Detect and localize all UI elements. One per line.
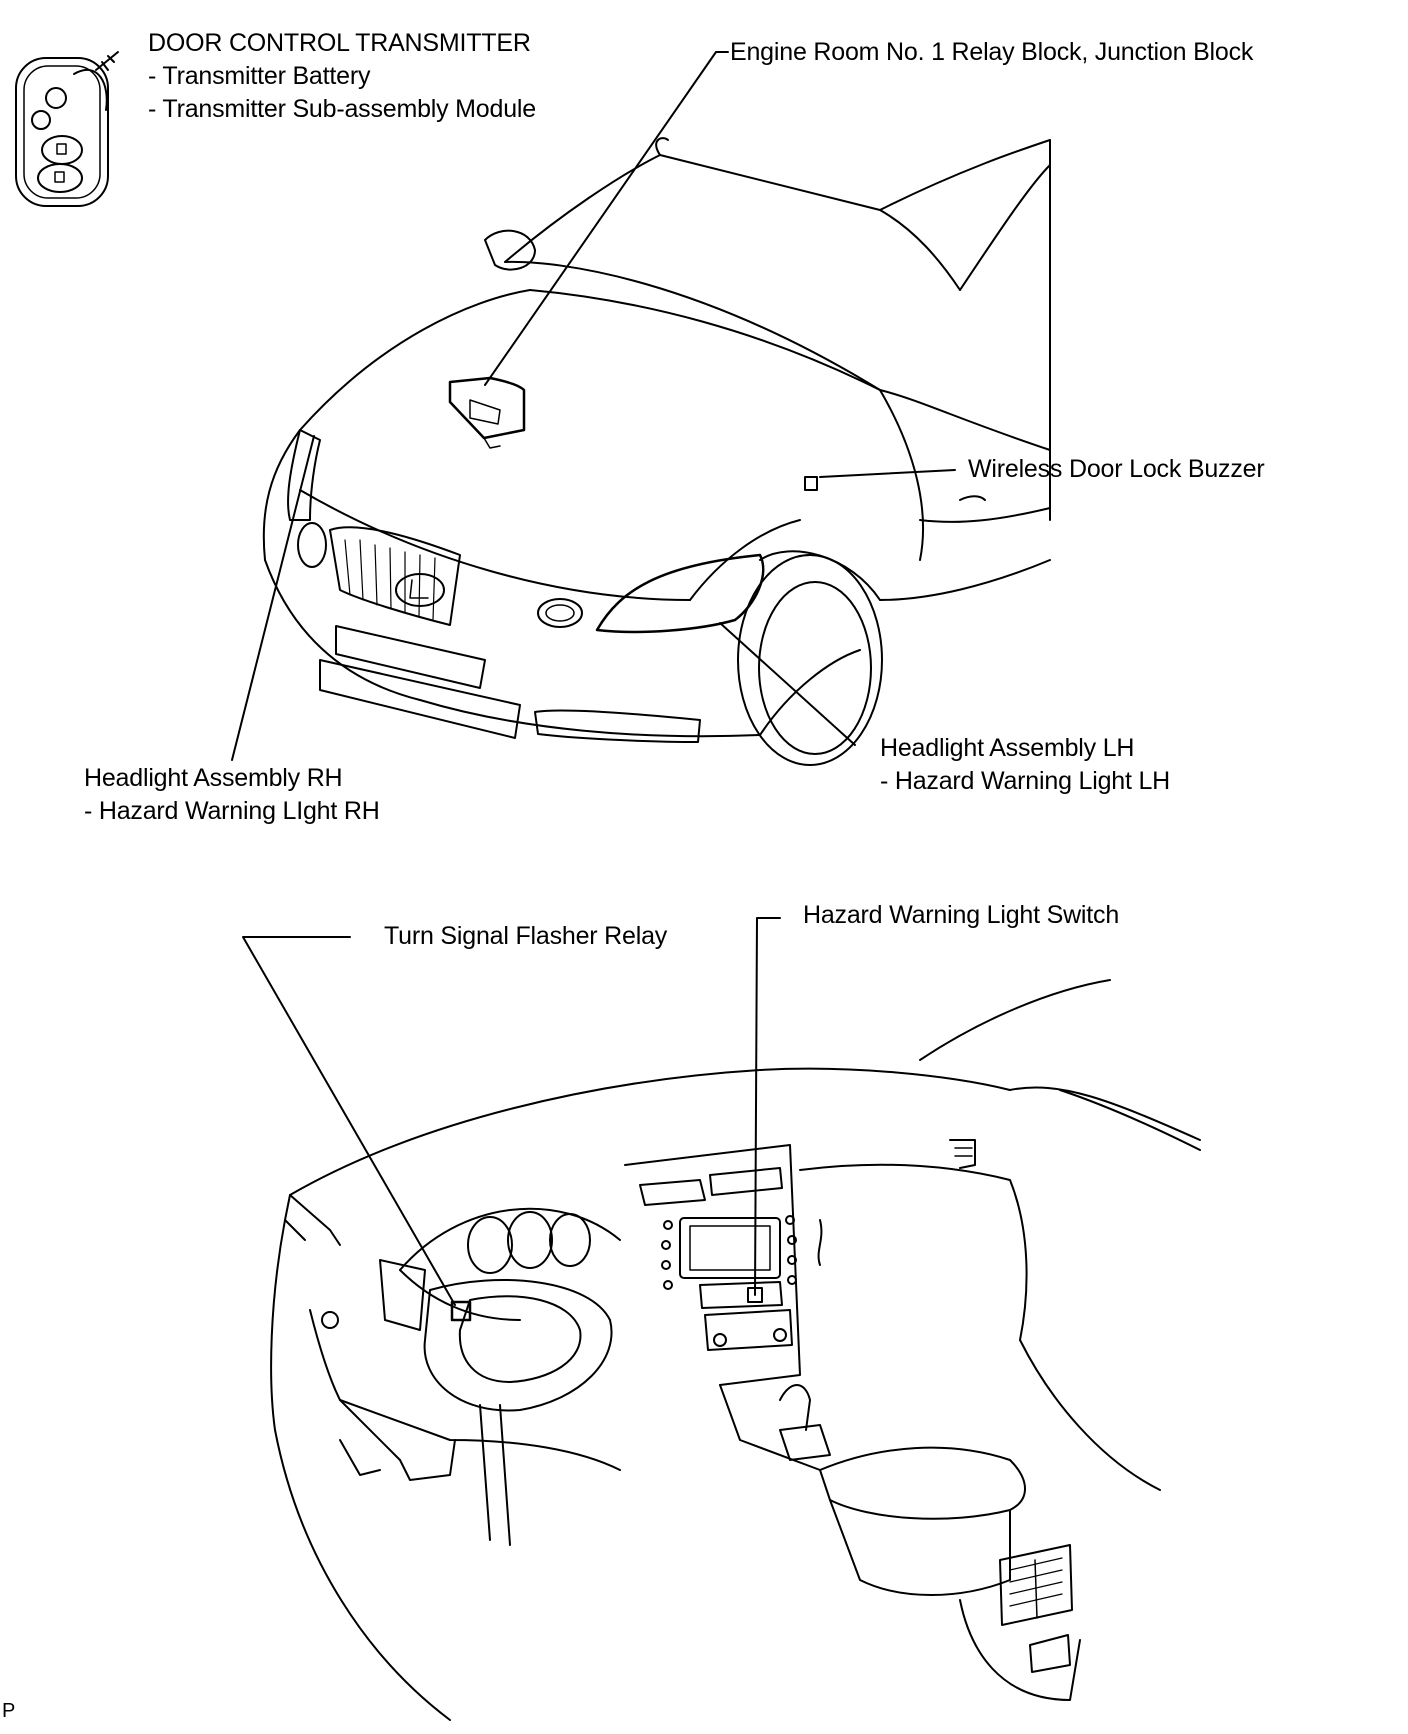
transmitter-label: DOOR CONTROL TRANSMITTER - Transmitter B… — [148, 27, 536, 126]
headlight-rh-title: Headlight Assembly RH — [84, 764, 343, 792]
flasher-relay-label: Turn Signal Flasher Relay — [384, 922, 668, 950]
corner-mark: P — [2, 1700, 16, 1722]
vehicle-interior-dashboard-drawing — [270, 979, 1201, 1721]
vehicle-front-exterior-drawing — [262, 137, 1051, 766]
headlight-lh-item: - Hazard Warning Light LH — [880, 767, 1171, 795]
transmitter-battery-item: - Transmitter Battery — [148, 62, 371, 90]
transmitter-module-item: - Transmitter Sub-assembly Module — [148, 95, 536, 123]
transmitter-title: DOOR CONTROL TRANSMITTER — [148, 29, 531, 57]
hazard-switch-label: Hazard Warning Light Switch — [803, 901, 1120, 929]
headlight-lh-label: Headlight Assembly LH - Hazard Warning L… — [880, 732, 1170, 798]
leader-lines — [231, 51, 956, 1306]
headlight-lh-title: Headlight Assembly LH — [880, 734, 1135, 762]
door-control-transmitter-icon — [15, 51, 119, 207]
relay-block-label: Engine Room No. 1 Relay Block, Junction … — [730, 38, 1254, 66]
door-buzzer-label: Wireless Door Lock Buzzer — [968, 455, 1265, 483]
headlight-rh-label: Headlight Assembly RH - Hazard Warning L… — [84, 762, 380, 828]
headlight-rh-item: - Hazard Warning LIght RH — [84, 797, 380, 825]
